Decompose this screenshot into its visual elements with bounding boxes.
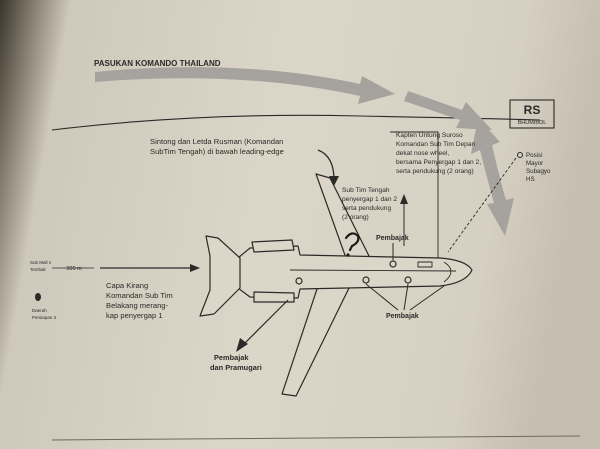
capa-arrowhead [190,264,200,272]
pembajak-marker [389,260,397,268]
position-label: Posisi Mayor Subagyo HS [526,152,551,183]
note-line: Komandan Sub Tim Depan [396,141,476,148]
capa-note: Capa Kirang Komandan Sub Tim Belakang me… [106,281,173,320]
note-line: SubTim Tengah) di bawah leading-edge [150,147,284,156]
position-line: Subagyo [526,168,551,175]
nose-cone [443,261,452,283]
note-line: Komandan Sub Tim [106,291,173,300]
note-line: serta pendukung [342,205,391,212]
handwritten-dot [346,253,350,257]
position-line: Posisi [526,152,543,159]
fuselage [237,245,473,299]
edge-line: Daerah [32,308,47,313]
sintong-arrowhead [329,176,339,186]
edge-line: Tembak [30,267,47,272]
pembajak-top-label: Pembajak [376,235,409,242]
pembajak-marker [404,276,412,284]
rs-code: RS [524,103,541,117]
pramugari-arrow [241,299,289,347]
note-line: penyergap 1 dan 2 [342,196,397,203]
note-line: dan Pramugari [210,363,262,372]
front-door [417,261,433,268]
section-title: PASUKAN KOMANDO THAILAND [94,59,221,68]
note-line: (2 orang) [342,214,369,221]
note-line: kap penyergap 1 [106,311,163,320]
pramugari-arrowhead [236,338,248,352]
note-line: bersama Penyergap 1 dan 2, [396,159,481,166]
left-marker [35,293,41,301]
rs-bhumibol-box: RS BHUMIBOL [509,99,555,129]
position-marker [517,152,523,158]
edge-line: Persiapan II [32,315,56,320]
engine-upper [251,239,295,253]
note-line: Capa Kirang [106,281,148,290]
note-line: Sub Tim Tengah [342,187,390,194]
pembajak-bottom-lines [365,283,445,311]
aircraft [199,173,473,397]
engine-lower [253,291,295,303]
tail-fin [199,235,241,317]
divider-line [51,114,541,131]
pembajak-marker [362,276,370,284]
note-line: dekat nose wheel, [396,150,449,157]
bottom-rule [51,435,581,441]
kapten-note: Kapten Untung Suroso Komandan Sub Tim De… [396,132,481,175]
note-line: Pembajak [214,353,249,362]
position-line: Mayor [526,160,543,167]
pramugari-note: Pembajak dan Pramugari [210,353,262,372]
handwritten-question-mark [344,232,360,252]
position-line: HS [526,176,535,183]
kapten-line [390,131,439,258]
sintong-note: Sintong dan Letda Rusman (Komandan SubTi… [150,137,284,156]
note-line: serta pendukung (2 orang) [396,168,474,175]
subtim-tengah-arrowhead [400,194,408,204]
edge-line: Sub Mall s [30,260,52,265]
position-dashed-line [447,157,517,253]
pembajak-marker [295,277,303,285]
left-edge-bottom: Daerah Persiapan II [32,308,56,320]
subtim-tengah-note: Sub Tim Tengah penyergap 1 dan 2 serta p… [342,187,397,221]
rs-name: BHUMIBOL [518,120,547,126]
note-line: Belakang merang- [106,301,169,310]
distance-label: 300 m [66,266,82,272]
commando-approach-arrow [95,67,514,236]
note-line: Sintong dan Letda Rusman (Komandan [150,137,283,146]
pembajak-bottom-label: Pembajak [386,313,419,320]
cabin-line [289,269,457,272]
note-line: Kapten Untung Suroso [396,132,463,139]
left-edge-top: Sub Mall s Tembak [30,260,52,272]
